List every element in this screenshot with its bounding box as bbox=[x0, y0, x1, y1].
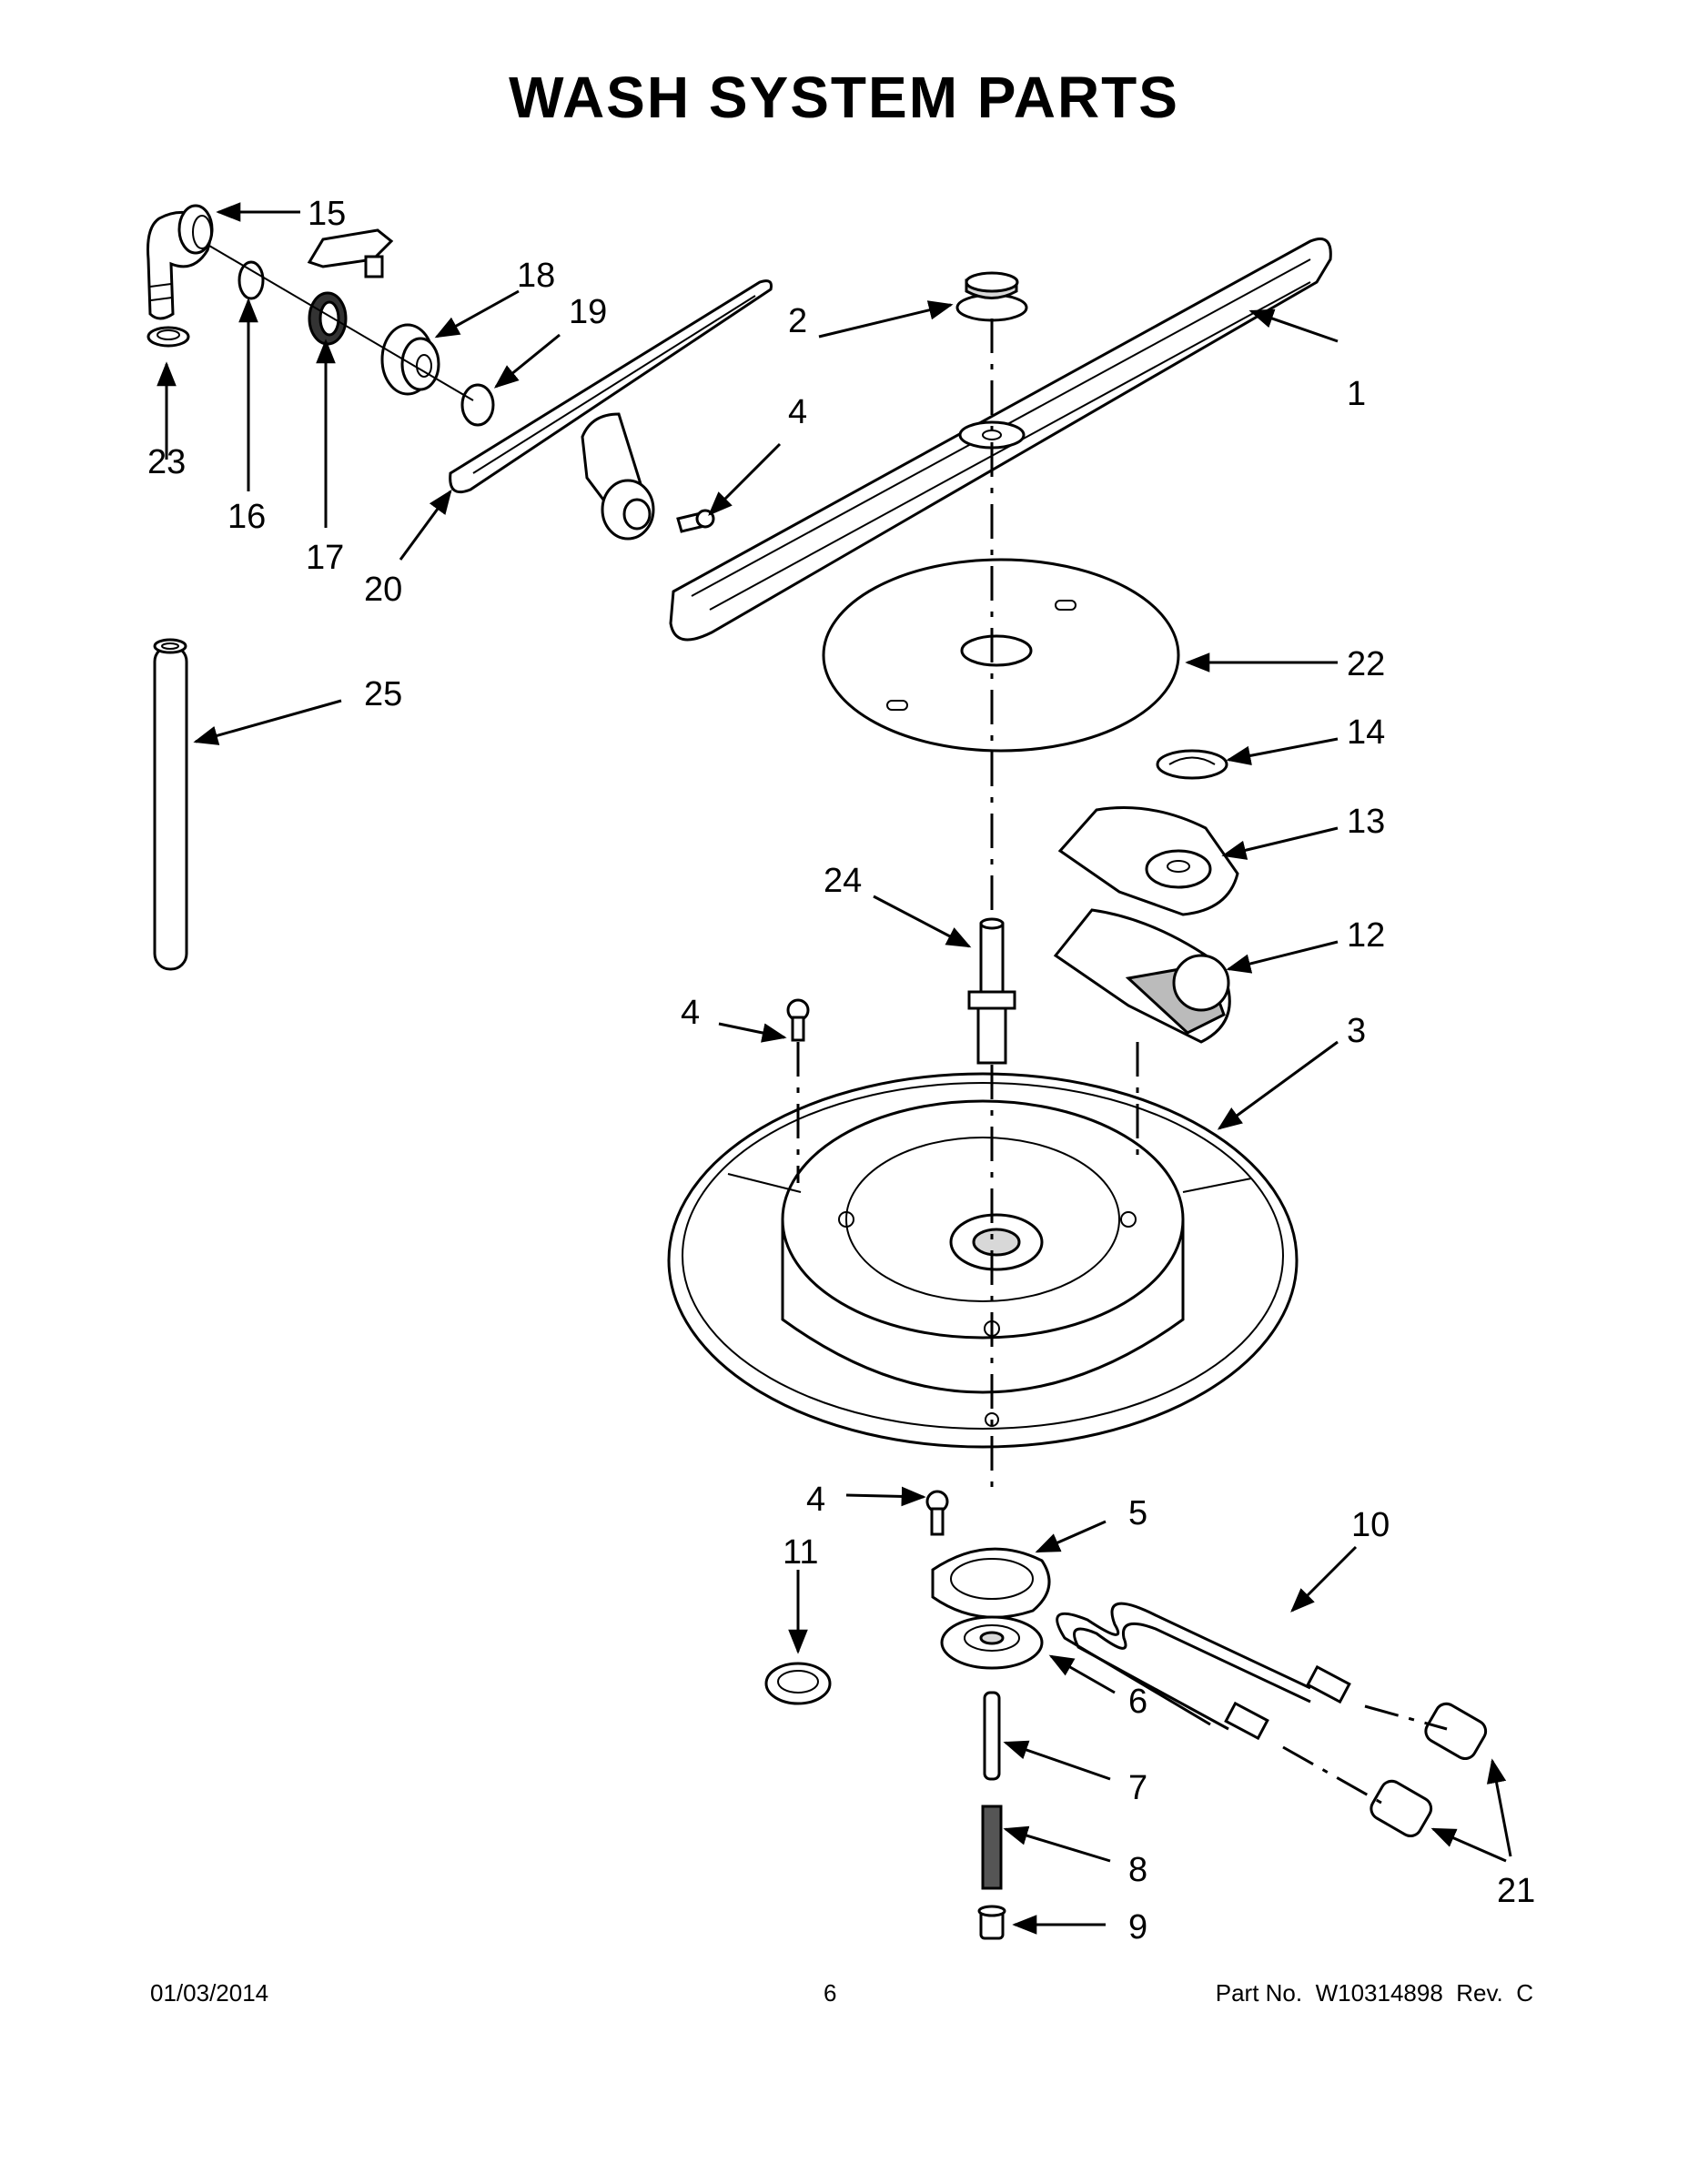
footer-date: 01/03/2014 bbox=[150, 1979, 269, 2007]
callout-11: 11 bbox=[783, 1533, 818, 1572]
callout-24: 24 bbox=[824, 862, 862, 900]
part-23-clamp bbox=[147, 326, 190, 348]
part-5-gasket bbox=[931, 1547, 1051, 1619]
callout-9: 9 bbox=[1128, 1908, 1147, 1946]
callout-14: 14 bbox=[1347, 713, 1385, 752]
callout-17: 17 bbox=[306, 539, 344, 577]
callout-1: 1 bbox=[1347, 375, 1366, 413]
callout-4-middle: 4 bbox=[681, 994, 700, 1032]
assembly-axis-line bbox=[208, 245, 474, 401]
part-14-cap bbox=[1156, 749, 1228, 780]
callout-7: 7 bbox=[1128, 1769, 1147, 1807]
part-9-plug bbox=[977, 1905, 1006, 1940]
footer-page-number: 6 bbox=[824, 1979, 837, 2007]
part-19-o-ring bbox=[460, 383, 495, 427]
callout-4-upper: 4 bbox=[788, 393, 807, 431]
callout-19: 19 bbox=[569, 293, 607, 331]
part-6-diaphragm bbox=[940, 1615, 1044, 1670]
callout-22: 22 bbox=[1347, 645, 1385, 683]
callout-16: 16 bbox=[227, 498, 266, 536]
page-title: WASH SYSTEM PARTS bbox=[509, 65, 1179, 130]
callout-2: 2 bbox=[788, 302, 807, 340]
assembly-center-lines bbox=[796, 318, 1448, 1808]
part-7-pin bbox=[983, 1691, 1001, 1781]
callout-21: 21 bbox=[1497, 1872, 1535, 1910]
callout-labels: 1 2 3 4 4 4 5 6 7 8 9 10 11 12 13 14 15 … bbox=[147, 195, 1535, 1946]
part-16-o-ring bbox=[238, 260, 265, 300]
callout-20: 20 bbox=[364, 571, 402, 609]
part-8-spring bbox=[981, 1805, 1003, 1890]
callout-6: 6 bbox=[1128, 1683, 1147, 1721]
part-17-bracket bbox=[307, 228, 394, 346]
callout-12: 12 bbox=[1347, 916, 1385, 955]
callout-13: 13 bbox=[1347, 803, 1385, 841]
callout-8: 8 bbox=[1128, 1851, 1147, 1889]
part-13-filter-cover bbox=[1057, 806, 1239, 916]
callout-10: 10 bbox=[1351, 1506, 1390, 1544]
callout-15: 15 bbox=[308, 195, 346, 233]
part-1-spray-arm bbox=[669, 238, 1332, 642]
callout-25: 25 bbox=[364, 675, 402, 713]
callout-23: 23 bbox=[147, 443, 186, 481]
part-10-heater bbox=[1056, 1602, 1351, 1741]
part-3-sump-base bbox=[667, 1072, 1299, 1449]
leader-arrows bbox=[157, 202, 1512, 1935]
part-24-shaft bbox=[967, 917, 1016, 1065]
part-25-tube bbox=[153, 638, 188, 971]
part-4-screw-middle bbox=[786, 998, 810, 1042]
callout-4-lower: 4 bbox=[806, 1481, 825, 1519]
part-22-deflector-plate bbox=[822, 558, 1180, 753]
part-11-seal-ring bbox=[764, 1662, 832, 1705]
part-4-screw-lower bbox=[925, 1490, 949, 1536]
callout-18: 18 bbox=[517, 257, 555, 295]
part-18-hub bbox=[380, 323, 440, 396]
footer-part-number: Part No. W10314898 Rev. C bbox=[1215, 1979, 1533, 2007]
part-4-screw-upper bbox=[676, 509, 715, 533]
part-12-filter bbox=[1053, 908, 1231, 1044]
part-2-hub-nut bbox=[955, 271, 1028, 322]
part-15-elbow-connector bbox=[147, 204, 214, 320]
callout-5: 5 bbox=[1128, 1494, 1147, 1532]
callout-3: 3 bbox=[1347, 1012, 1366, 1050]
part-21-terminal-caps bbox=[1370, 1702, 1488, 1838]
part-20-spray-arm bbox=[449, 279, 773, 541]
